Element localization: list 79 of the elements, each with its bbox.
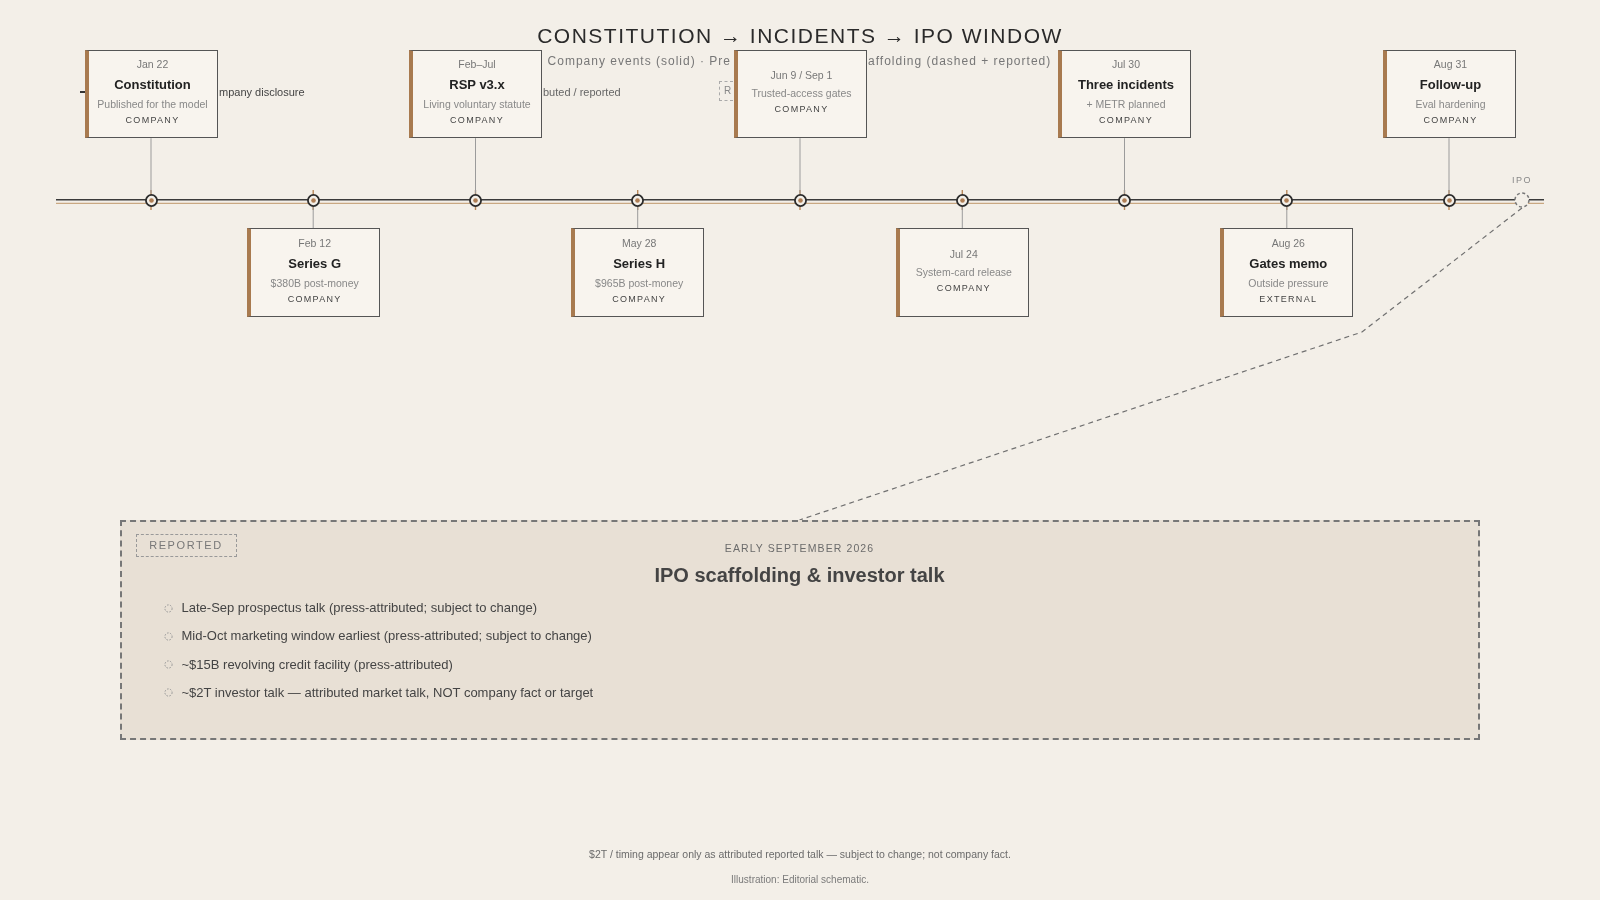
event-card bbox=[1382, 49, 1516, 139]
milestone-dot-icon bbox=[1442, 193, 1456, 207]
event-date: Aug 26 bbox=[1271, 235, 1305, 250]
event-title: Follow-up bbox=[1419, 77, 1482, 94]
event-card bbox=[895, 228, 1029, 317]
event-category: COMPANY bbox=[125, 114, 180, 127]
credit-line: Illustration: Editorial schematic. bbox=[730, 873, 870, 887]
event-title: Constitution bbox=[114, 77, 191, 94]
bullet-text: ~$15B revolving credit facility (press-attributed) bbox=[181, 655, 453, 674]
event-category: COMPANY bbox=[774, 103, 829, 116]
event-date: Feb 12 bbox=[298, 235, 332, 250]
event-card bbox=[84, 49, 218, 139]
event-date: May 28 bbox=[621, 235, 657, 250]
subtitle-text: Company events (solid) · Pre bbox=[547, 54, 731, 69]
event-category: COMPANY bbox=[1423, 114, 1478, 127]
milestone-dot-icon bbox=[469, 193, 482, 207]
event-description: Living voluntary statute bbox=[423, 97, 531, 112]
event-card bbox=[1220, 228, 1354, 317]
connector-line bbox=[1124, 137, 1125, 194]
bullet-text: Mid-Oct marketing window earliest (press-attributed; subject to change) bbox=[181, 627, 592, 646]
connector-line bbox=[312, 206, 314, 229]
reported-tag: REPORTED bbox=[135, 533, 237, 557]
subtitle-text: affolding (dashed + reported) bbox=[868, 54, 1052, 69]
event-card bbox=[409, 49, 542, 139]
event-title: Three incidents bbox=[1077, 77, 1175, 94]
event-category: COMPANY bbox=[287, 292, 342, 305]
event-category: COMPANY bbox=[1099, 114, 1153, 127]
connector-line bbox=[637, 206, 639, 229]
milestone-dot-icon bbox=[1118, 193, 1131, 207]
event-title: RSP v3.x bbox=[449, 77, 505, 94]
bullet-text: Late-Sep prospectus talk (press-attributed; subject to change) bbox=[181, 599, 538, 617]
connector-line bbox=[961, 206, 963, 229]
connector-line bbox=[150, 137, 152, 194]
panel-kicker: EARLY SEPTEMBER 2026 bbox=[724, 541, 875, 555]
event-description: Trusted-access gates bbox=[751, 86, 852, 101]
event-description: Eval hardening bbox=[1415, 97, 1486, 112]
connector-line bbox=[1448, 137, 1450, 194]
footnote: $2T / timing appear only as attributed reported talk — subject to change; not company fact. bbox=[588, 847, 1012, 861]
event-date: Feb–Jul bbox=[458, 57, 496, 72]
legend-label: mpany disclosure bbox=[219, 85, 305, 99]
event-date: Jun 9 / Sep 1 bbox=[770, 68, 833, 83]
event-date: Jul 24 bbox=[949, 246, 978, 261]
legend-label: buted / reported bbox=[543, 85, 621, 99]
panel-title: IPO scaffolding & investor talk bbox=[654, 563, 945, 588]
event-date: Jan 22 bbox=[136, 57, 169, 72]
diagram-title: CONSTITUTION → INCIDENTS → IPO WINDOW bbox=[537, 23, 1063, 49]
event-category: COMPANY bbox=[450, 114, 504, 127]
event-description: System-card release bbox=[915, 264, 1012, 279]
event-date: Jul 30 bbox=[1112, 57, 1140, 72]
event-date: Aug 31 bbox=[1433, 57, 1468, 72]
event-description: + METR planned bbox=[1086, 97, 1166, 112]
event-category: COMPANY bbox=[936, 281, 991, 294]
event-card bbox=[733, 49, 867, 139]
connector-line bbox=[799, 137, 801, 194]
connector-line bbox=[475, 137, 476, 194]
event-description: $965B post-money bbox=[595, 275, 684, 290]
milestone-dot-icon bbox=[793, 193, 807, 207]
event-card bbox=[246, 228, 380, 317]
event-title: Series G bbox=[288, 255, 342, 272]
event-description: $380B post-money bbox=[270, 275, 359, 290]
milestone-dot-icon bbox=[1280, 193, 1294, 207]
event-title: Series H bbox=[613, 255, 666, 272]
connector-line bbox=[1286, 206, 1288, 229]
event-category: COMPANY bbox=[612, 292, 667, 305]
event-title: Gates memo bbox=[1249, 255, 1328, 272]
milestone-dot-icon bbox=[955, 193, 969, 207]
dashed-connector bbox=[798, 207, 1523, 521]
milestone-dot-icon bbox=[144, 193, 158, 207]
event-card bbox=[1058, 49, 1191, 139]
reported-panel bbox=[119, 520, 1480, 740]
event-category: EXTERNAL bbox=[1259, 292, 1318, 305]
milestone-dot-icon bbox=[631, 193, 645, 207]
marker-label: IPO bbox=[1512, 174, 1532, 186]
dashed-tag: R bbox=[719, 81, 733, 101]
event-description: Outside pressure bbox=[1248, 275, 1329, 290]
event-description: Published for the model bbox=[97, 97, 208, 112]
event-card bbox=[571, 228, 705, 317]
bullet-text: ~$2T investor talk — attributed market talk, NOT company fact or target bbox=[181, 683, 594, 702]
milestone-dot-icon bbox=[306, 193, 320, 207]
